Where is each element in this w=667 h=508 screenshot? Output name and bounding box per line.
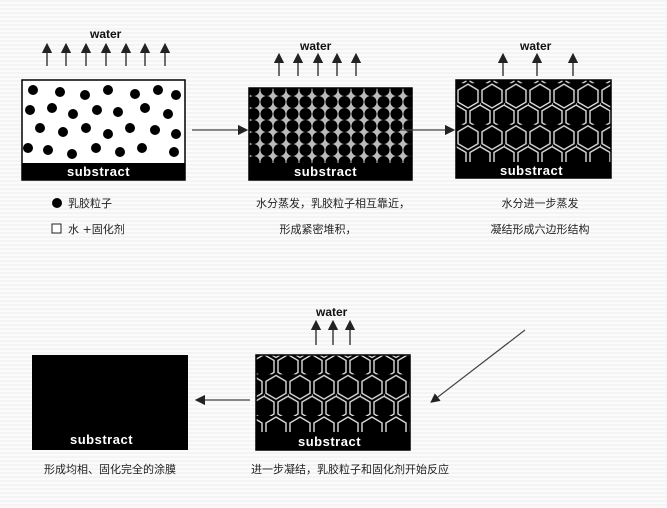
stage-5-cured-film: substract 形成均相、固化完全的涂膜	[32, 355, 188, 476]
particle-legend-icon	[52, 198, 62, 208]
stage-5-caption: 形成均相、固化完全的涂膜	[44, 462, 176, 476]
latex-particles	[23, 85, 181, 159]
substrate	[22, 163, 185, 180]
stage-3-caption-2: 凝结形成六边形结构	[491, 222, 590, 236]
stage-4-reaction: water substract 进一步凝结，乳胶粒子和固化剂开始反应	[251, 305, 449, 476]
substrate-label: substract	[298, 434, 361, 449]
evaporation-arrows	[273, 52, 362, 76]
water-label: water	[89, 27, 122, 41]
substrate	[249, 163, 412, 180]
evaporation-arrows	[497, 52, 579, 76]
legend-particle: 乳胶粒子	[68, 196, 112, 210]
stage-1-wet-film: water substract 乳胶粒子 水 +固化剂	[21, 27, 186, 236]
water-legend-icon	[51, 223, 62, 234]
stage-3-hexagonal: water substract 水分进一步蒸发 凝结形成六边形结构	[455, 39, 612, 236]
stage-2-caption-1: 水分蒸发，乳胶粒子相互靠近，	[256, 196, 410, 210]
evaporation-arrows	[310, 319, 356, 345]
legend-water-curing: 水 +固化剂	[68, 222, 125, 236]
water-label: water	[519, 39, 552, 53]
substrate	[256, 432, 410, 450]
water-label: water	[299, 39, 332, 53]
stage-2-caption-2: 形成紧密堆积，	[280, 222, 357, 236]
substrate-label: substract	[294, 164, 357, 179]
stage-3-caption-1: 水分进一步蒸发	[502, 196, 579, 210]
substrate-label: substract	[67, 164, 130, 179]
arrow-diagonal-icon	[430, 329, 526, 403]
film-box	[32, 355, 188, 450]
water-label: water	[315, 305, 348, 319]
stage-2-close-packing: water substract 水分蒸发，乳胶粒子相互靠近， 形成紧密堆积，	[248, 39, 413, 236]
stage-4-caption: 进一步凝结，乳胶粒子和固化剂开始反应	[251, 462, 449, 476]
substrate	[456, 162, 611, 178]
evaporation-arrows	[41, 42, 171, 66]
substrate-label: substract	[500, 163, 563, 178]
film-box	[455, 79, 612, 179]
substrate-label: substract	[70, 432, 133, 447]
